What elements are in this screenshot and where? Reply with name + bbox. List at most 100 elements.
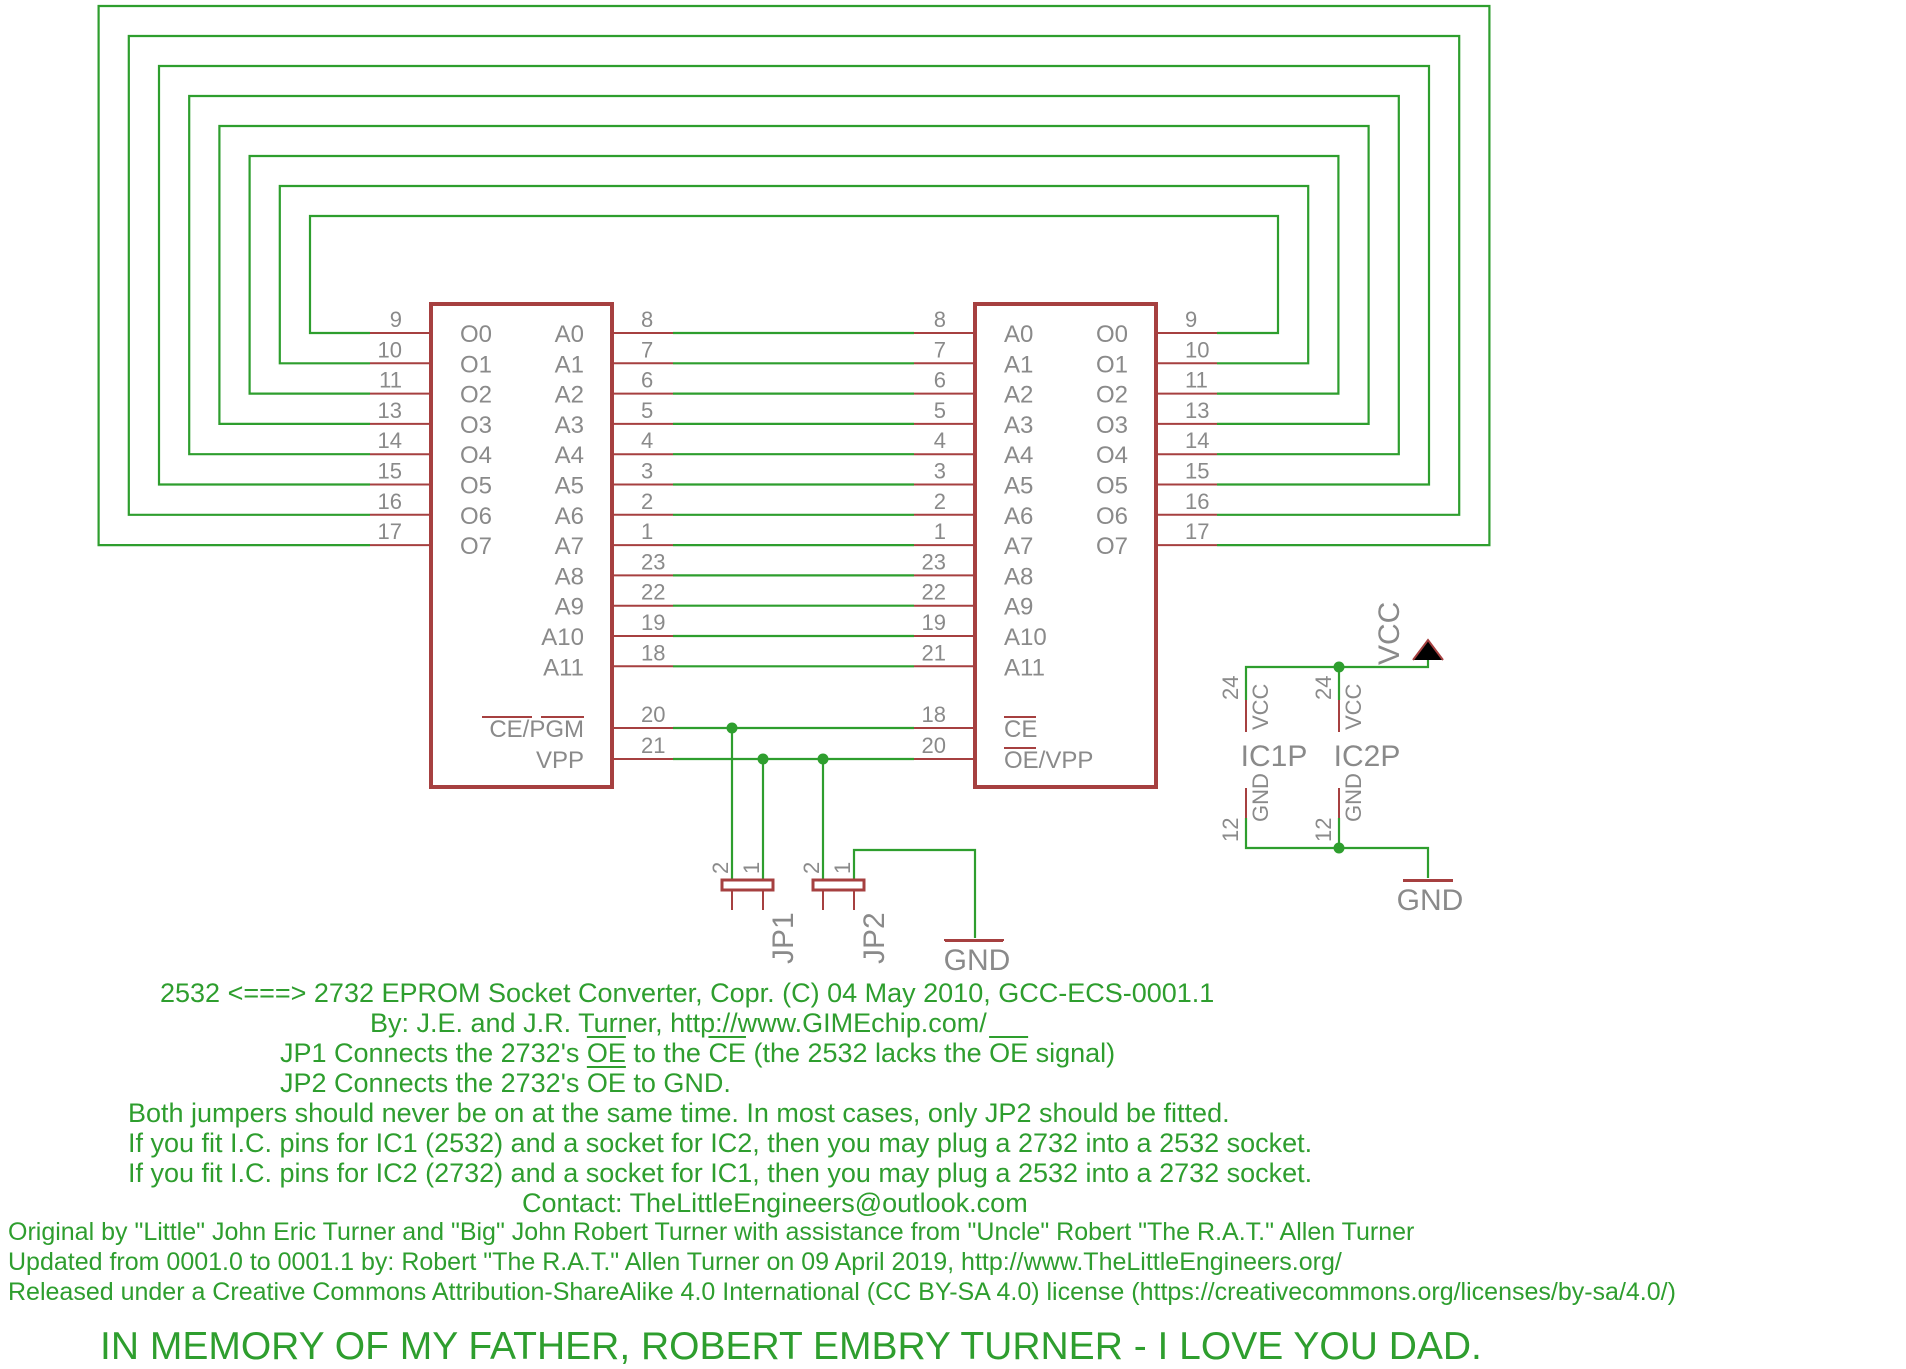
ic1-pin-label: A0	[555, 321, 584, 348]
jp1-body	[720, 878, 775, 892]
ic2-pin-number: 4	[934, 428, 946, 453]
ic2-pin-number: 10	[1185, 337, 1209, 362]
ic1-pin-number: 14	[378, 428, 402, 453]
ic1-pin-number: 11	[379, 368, 402, 393]
ic2-pin-label: CE	[1004, 716, 1037, 743]
ic2-pin-label: A1	[1004, 351, 1033, 378]
ic1-pin-number: 9	[390, 307, 402, 332]
ic1-pin-number: 7	[641, 337, 653, 362]
ic2-pin-number: 11	[1185, 368, 1208, 393]
ic1-pin-number: 22	[641, 580, 665, 605]
ic2-pin-number: 9	[1185, 307, 1197, 332]
ic2-note: If you fit I.C. pins for IC2 (2732) and …	[128, 1158, 1313, 1188]
jp1-note-oe: OE	[586, 1038, 626, 1068]
ic1-pin-number: 18	[641, 640, 665, 665]
ic1-pin-label: O4	[460, 442, 492, 469]
ic1-pin-label: A8	[555, 563, 584, 590]
ic1-pin-number: 1	[641, 519, 653, 544]
jp1-name: JP1	[767, 912, 800, 964]
ic2-pin-number: 17	[1185, 519, 1209, 544]
ic2-pin-number: 14	[1185, 428, 1209, 453]
data-bus-wires	[97, 4, 1491, 761]
jp1-pin1-number: 1	[739, 862, 764, 874]
gnd-wire	[1244, 818, 1430, 878]
pwr-gnd-text: GND	[1248, 773, 1273, 822]
ic1-pin-label: A3	[555, 412, 584, 439]
ic1-pin-label: O1	[460, 351, 492, 378]
ic1-note: If you fit I.C. pins for IC1 (2532) and …	[128, 1128, 1313, 1158]
ic2-pin-number: 20	[922, 733, 946, 758]
ic1-pin-label: A11	[543, 654, 584, 681]
ic2-pin-number: 21	[922, 640, 946, 665]
pwr-vcc-text: VCC	[1248, 683, 1273, 730]
jp1-pin2-number: 2	[708, 862, 733, 874]
ic1-pin-label: O3	[460, 412, 492, 439]
ic2-body	[973, 302, 1158, 789]
ic2-pin-label: A5	[1004, 473, 1033, 500]
ic2-pin-label: A11	[1004, 654, 1045, 681]
ic2-pin-label: OE/VPP	[1004, 747, 1093, 774]
ic1-pin-number: 4	[641, 428, 653, 453]
ic1-pin-label: A5	[555, 473, 584, 500]
jp2-note-oe: OE	[586, 1068, 626, 1098]
ic1-pin-number: 3	[641, 459, 653, 484]
ic2-pin-number: 6	[934, 368, 946, 393]
ic1-pin-number: 5	[641, 398, 653, 423]
data-loop-wire	[278, 184, 1310, 365]
ic2-pin-number: 16	[1185, 489, 1209, 514]
ic2-pin-label: A0	[1004, 321, 1033, 348]
title-note: 2532 <===> 2732 EPROM Socket Converter, …	[160, 978, 1215, 1008]
gnd-label: GND	[1397, 884, 1464, 917]
ic2-pin-number: 13	[1185, 398, 1209, 423]
ic2-pin-label: A9	[1004, 594, 1033, 621]
jp2-pin2-number: 2	[799, 862, 824, 874]
author-note: By: J.E. and J.R. Turner, http://www.GIM…	[370, 1008, 987, 1038]
pwr-vcc-pin-number: 24	[1218, 676, 1243, 700]
data-loop-wire	[308, 214, 1280, 335]
ic1-pin-number: 13	[378, 398, 402, 423]
ic2-pin-label: O6	[1096, 503, 1128, 530]
ic2-pin-number: 18	[922, 702, 946, 727]
ic1-pin-label: O5	[460, 473, 492, 500]
ic1-pin-number: 17	[378, 519, 402, 544]
ic1-pin-number: 8	[641, 307, 653, 332]
pwr-part-name: IC1P	[1241, 740, 1308, 773]
ic1-pin-label: O6	[460, 503, 492, 530]
jumper-gnd-label: GND	[944, 944, 1011, 977]
ic1-pin-number: 23	[641, 549, 665, 574]
vcc-label: VCC	[1373, 602, 1406, 665]
ic1-pin-label: A7	[555, 533, 584, 560]
pwr-gnd-pin-number: 12	[1311, 818, 1336, 842]
ic2-pin-label: A6	[1004, 503, 1033, 530]
jp1-note-oe2: OE	[989, 1038, 1029, 1068]
jp2-body	[811, 878, 866, 892]
jp2-name: JP2	[858, 912, 891, 964]
ic1-pin-label: CE/PGM	[489, 716, 584, 743]
ic1-pin-label: O2	[460, 382, 492, 409]
eprom-chips: 9O010O111O213O314O415O516O617O78A07A16A2…	[370, 302, 1217, 789]
ic2-pin-label: A8	[1004, 563, 1033, 590]
ic1-pin-number: 2	[641, 489, 653, 514]
ic1-pin-label: O7	[460, 533, 492, 560]
jp1-note-text-g: signal)	[1028, 1038, 1116, 1068]
ic2-pin-label: O2	[1096, 382, 1128, 409]
ic1-pin-label: A9	[555, 594, 584, 621]
ic1-pin-number: 15	[378, 459, 402, 484]
jp1-note-text-c: to the	[625, 1038, 709, 1068]
credits-license: Released under a Creative Commons Attrib…	[8, 1278, 1676, 1306]
pwr-vcc-text: VCC	[1341, 683, 1366, 730]
contact-note: Contact: TheLittleEngineers@outlook.com	[522, 1188, 1028, 1218]
ic1-pin-number: 21	[641, 733, 665, 758]
ic2-pin-label: A3	[1004, 412, 1033, 439]
ic2-pin-label: O1	[1096, 351, 1128, 378]
data-loop-wire	[97, 4, 1491, 547]
ic2-pin-number: 7	[934, 337, 946, 362]
ic2-pin-number: 8	[934, 307, 946, 332]
data-loop-wire	[157, 64, 1431, 486]
ic2-pin-number: 19	[922, 610, 946, 635]
pwr-part-name: IC2P	[1334, 740, 1401, 773]
